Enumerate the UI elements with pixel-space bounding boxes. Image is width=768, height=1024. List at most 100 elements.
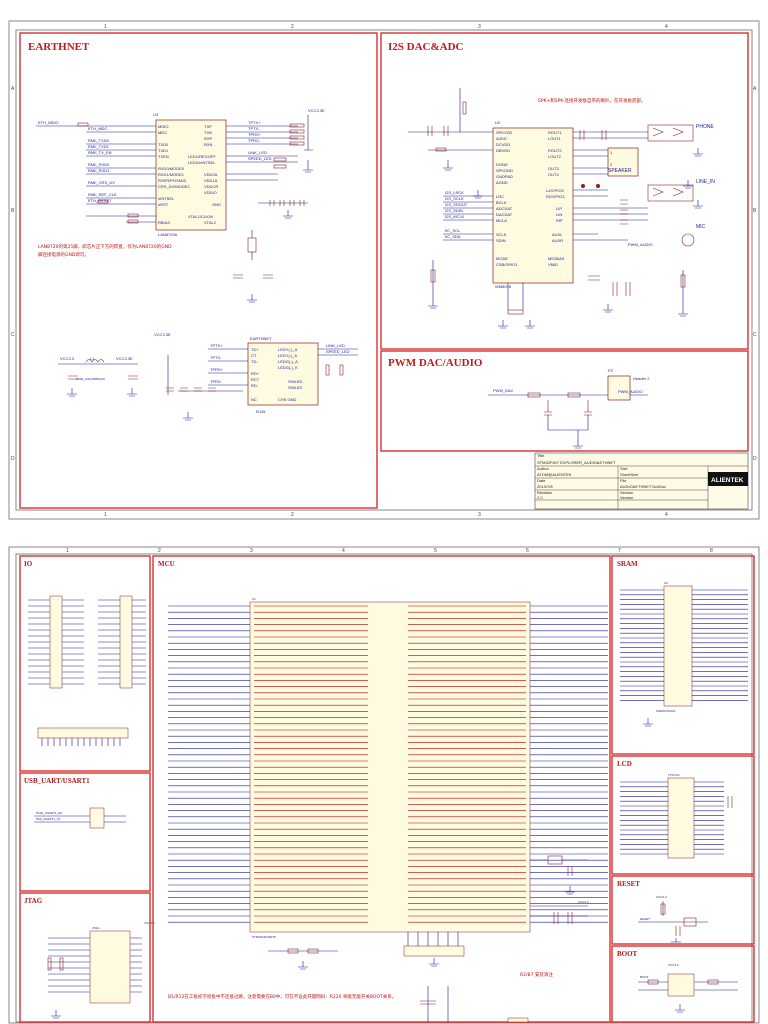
svg-text:I2S_SDIN: I2S_SDIN (445, 208, 463, 213)
svg-text:RJ45: RJ45 (256, 409, 266, 414)
svg-text:SPEED_LED: SPEED_LED (248, 156, 272, 161)
lcd-connector: TFTLCD (620, 773, 733, 859)
svg-text:RMII_RXD1: RMII_RXD1 (88, 168, 110, 173)
svg-text:RD-: RD- (251, 383, 259, 388)
pwm-dac-circuit: PWM_DAC P2 Header 2 PWM_AUDIO (488, 368, 650, 449)
svg-text:MDC: MDC (158, 130, 167, 135)
s2-col-1: 1 (66, 548, 69, 554)
svg-text:LAN8720A: LAN8720A (158, 232, 178, 237)
svg-text:L1: L1 (90, 356, 95, 361)
jtag-title: JTAG (24, 897, 43, 905)
svg-text:Version: Version (620, 495, 633, 500)
mcu-pin-lines (168, 605, 608, 923)
svg-text:VCC3.3: VCC3.3 (668, 963, 679, 967)
svg-text:RMII_CRS_DV: RMII_CRS_DV (88, 180, 115, 185)
svg-text:RXD0/MODE0: RXD0/MODE0 (158, 166, 185, 171)
s2-col-8: 8 (710, 548, 713, 554)
svg-text:SHILED: SHILED (288, 379, 303, 384)
svg-text:ROUT2: ROUT2 (548, 148, 562, 153)
grid-row-c-right: C (753, 332, 757, 338)
svg-text:CHS GND: CHS GND (278, 397, 297, 402)
schematic-sheet-audio-ethernet: 1 2 3 4 1 2 3 4 A B C D A B C D EARTHNET… (8, 20, 760, 520)
svg-text:RMII_TX_EN: RMII_TX_EN (88, 150, 112, 155)
svg-text:2.0: 2.0 (537, 495, 543, 500)
svg-text:220R_2.0A 0805DCR: 220R_2.0A 0805DCR (76, 377, 106, 381)
svg-text:1: 1 (610, 150, 613, 155)
svg-text:TD+: TD+ (251, 347, 259, 352)
svg-text:TXD1: TXD1 (158, 148, 169, 153)
grid-col-1: 1 (104, 24, 107, 30)
grid-col-4: 4 (665, 24, 668, 30)
svg-text:SDIN: SDIN (496, 238, 506, 243)
svg-text:OUT3: OUT3 (548, 166, 559, 171)
svg-text:LEDY(-)_K: LEDY(-)_K (278, 353, 298, 358)
svg-text:TXP: TXP (204, 124, 212, 129)
grid-row-d-right: D (753, 456, 757, 462)
svg-text:CSB/GPIO1: CSB/GPIO1 (496, 262, 518, 267)
svg-text:Revision: Revision (537, 490, 552, 495)
svg-text:VDD1A: VDD1A (204, 178, 218, 183)
svg-text:PWM_AUDIO: PWM_AUDIO (628, 242, 653, 247)
svg-text:GNDPAD: GNDPAD (496, 174, 513, 179)
svg-text:LRC: LRC (496, 194, 504, 199)
grid-row-b: B (11, 208, 15, 214)
io-title: IO (24, 560, 33, 568)
svg-text:RMII_TXD0: RMII_TXD0 (88, 138, 110, 143)
mcu-title: MCU (158, 560, 175, 568)
svg-text:MCLK: MCLK (496, 218, 507, 223)
svg-text:PA9_USART1_TX: PA9_USART1_TX (36, 817, 60, 821)
svg-text:IIC_SCL: IIC_SCL (445, 228, 461, 233)
svg-text:MDIO: MDIO (158, 124, 168, 129)
s2-col-6: 6 (526, 548, 529, 554)
svg-text:ETH_RESET: ETH_RESET (88, 198, 112, 203)
s2-col-4: 4 (342, 548, 345, 554)
svg-text:RCT: RCT (251, 377, 260, 382)
svg-text:ATOM@ALIENTEK: ATOM@ALIENTEK (537, 472, 572, 477)
svg-text:LINK_LED: LINK_LED (326, 343, 345, 348)
usb-uart-circuit: PA10_USART1_RX PA9_USART1_TX (34, 807, 126, 829)
reset-panel (611, 875, 755, 945)
sheet2-outer-frame (8, 546, 760, 1024)
svg-text:IS62WV51216: IS62WV51216 (656, 709, 676, 713)
svg-text:TXEN: TXEN (158, 154, 169, 159)
wm8978-right-nets: 1 2 PWM_AUDIO (573, 124, 703, 317)
svg-text:RXP: RXP (204, 136, 213, 141)
svg-text:DCVDD: DCVDD (496, 142, 510, 147)
grid-row-b-right: B (753, 208, 757, 214)
svg-text:SHILED: SHILED (288, 385, 303, 390)
reset-button-circuit: VCC3.3 RESET (638, 895, 708, 943)
sheet2-svg: 1 2 3 4 5 6 7 8 IO MCU SRAM LCD USB_UART… (8, 546, 760, 1024)
svg-text:I2S_LRCK: I2S_LRCK (445, 190, 464, 195)
svg-text:Title: Title (537, 453, 545, 458)
reset-title: RESET (617, 880, 640, 888)
svg-text:File: File (620, 478, 627, 483)
pwm-panel (380, 350, 749, 452)
sram-title: SRAM (617, 560, 638, 568)
svg-text:RD+: RD+ (251, 371, 260, 376)
wm8978-chip: U2 WM8978 SPKVDD AVDD DCVDD DBVDD DGND S… (492, 120, 574, 289)
i2s-panel (380, 32, 749, 350)
svg-text:AUDIO&ETHNET.SchDoc: AUDIO&ETHNET.SchDoc (620, 484, 666, 489)
grid-col-3-bottom: 3 (478, 512, 481, 518)
speaker-label: SPEAKER (608, 168, 632, 174)
svg-text:MODE: MODE (496, 256, 508, 261)
svg-text:U3: U3 (153, 112, 159, 117)
svg-text:PA10_USART1_RX: PA10_USART1_RX (36, 811, 62, 815)
svg-text:Header 2: Header 2 (633, 376, 650, 381)
svg-text:SheetSize: SheetSize (620, 472, 639, 477)
svg-text:LINK_LED: LINK_LED (248, 150, 267, 155)
svg-text:TXD0: TXD0 (158, 142, 169, 147)
jtag-panel (19, 892, 151, 1023)
svg-text:XTAL2: XTAL2 (204, 220, 217, 225)
s2-col-3: 3 (250, 548, 253, 554)
svg-text:LED1/REGOFF: LED1/REGOFF (188, 154, 216, 159)
svg-text:SPEED_LED: SPEED_LED (326, 349, 350, 354)
wm8978-left-nets: I2S_LRCK I2S_SCLK I2S_SDOUT I2S_SDIN I2S… (408, 88, 535, 329)
svg-text:2013/7/8: 2013/7/8 (537, 484, 553, 489)
lan-gnd-note-line2: 脚连接电源的GND即可。 (38, 251, 89, 258)
svg-text:BCLK: BCLK (496, 200, 507, 205)
jtag-connector: JTAG VCC3.3 (47, 921, 155, 1019)
svg-text:PWM_DAC: PWM_DAC (493, 388, 514, 393)
svg-text:DACDAT: DACDAT (496, 212, 513, 217)
svg-text:DGND: DGND (496, 162, 508, 167)
